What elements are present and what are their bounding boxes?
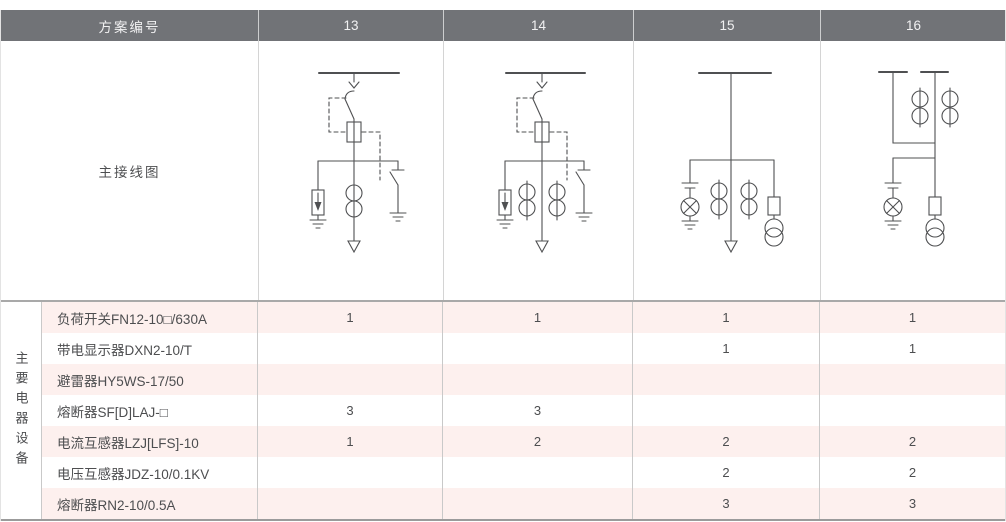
diagram-cell-scheme-13 bbox=[258, 41, 443, 300]
fuse-icon bbox=[534, 121, 550, 143]
table-row: 熔断器SF[D]LAJ-□ 3 3 bbox=[42, 395, 1005, 426]
live-display-device-icon bbox=[883, 157, 903, 230]
plug-in-contact-icon bbox=[536, 72, 548, 89]
scheme-15-header: 15 bbox=[633, 10, 820, 41]
earthing-switch-icon bbox=[389, 160, 407, 222]
equipment-count: 3 bbox=[257, 395, 442, 426]
equipment-count: 2 bbox=[442, 426, 632, 457]
equipment-count bbox=[257, 457, 442, 488]
equipment-count bbox=[632, 364, 819, 395]
main-wiring-diagram-scheme-14 bbox=[496, 72, 593, 254]
equipment-count: 2 bbox=[632, 457, 819, 488]
main-wiring-diagram-row: 主接线图 bbox=[1, 41, 1005, 300]
equipment-count: 1 bbox=[819, 333, 1005, 364]
switchgear-scheme-table: 方案编号 13 14 15 16 主接线图 bbox=[0, 10, 1006, 521]
equipment-count: 3 bbox=[442, 395, 632, 426]
ground-icon bbox=[884, 220, 902, 230]
main-wiring-diagram-scheme-16 bbox=[878, 71, 959, 247]
diagram-cell-scheme-16 bbox=[820, 41, 1006, 300]
load-switch-icon bbox=[344, 90, 355, 120]
scheme-16-header: 16 bbox=[820, 10, 1006, 41]
fuse-icon bbox=[928, 196, 942, 220]
equipment-name: 带电显示器DXN2-10/T bbox=[57, 342, 193, 358]
ground-icon bbox=[389, 212, 407, 222]
equipment-count bbox=[442, 488, 632, 519]
equipment-count bbox=[632, 395, 819, 426]
current-transformer-icon bbox=[548, 180, 566, 221]
scheme-14-header: 14 bbox=[443, 10, 633, 41]
equipment-count: 1 bbox=[442, 302, 632, 333]
equipment-count bbox=[442, 364, 632, 395]
main-wiring-diagram-label: 主接线图 bbox=[98, 164, 161, 180]
equipment-name: 熔断器RN2-10/0.5A bbox=[57, 497, 176, 513]
current-transformer-icon bbox=[941, 87, 959, 128]
equipment-count: 2 bbox=[632, 426, 819, 457]
current-transformer-icon bbox=[710, 179, 728, 220]
diagram-cell-scheme-15 bbox=[633, 41, 820, 300]
equipment-name: 避雷器HY5WS-17/50 bbox=[57, 373, 184, 389]
equipment-count: 1 bbox=[819, 302, 1005, 333]
ground-icon bbox=[575, 212, 593, 222]
live-display-device-icon bbox=[680, 159, 700, 230]
interlock-dashed-link bbox=[516, 97, 568, 181]
current-transformer-icon bbox=[740, 179, 758, 220]
equipment-count: 3 bbox=[819, 488, 1005, 519]
fuse-icon bbox=[346, 121, 362, 143]
interlock-dashed-link bbox=[328, 97, 381, 181]
equipment-count bbox=[257, 488, 442, 519]
voltage-transformer-icon bbox=[764, 218, 784, 247]
equipment-rows: 负荷开关FN12-10□/630A 1 1 1 1 带电显示器DXN2-10/T… bbox=[42, 302, 1005, 519]
equipment-name: 电压互感器JDZ-10/0.1KV bbox=[57, 466, 210, 482]
main-wiring-diagram-scheme-15 bbox=[680, 72, 784, 254]
table-row: 熔断器RN2-10/0.5A 3 3 bbox=[42, 488, 1005, 519]
equipment-group-label-cell: 主要电器设备 bbox=[1, 302, 42, 519]
load-switch-icon bbox=[532, 90, 543, 120]
current-transformer-icon bbox=[345, 184, 363, 218]
current-transformer-icon bbox=[518, 180, 536, 221]
current-transformer-icon bbox=[911, 87, 929, 128]
equipment-name: 电流互感器LZJ[LFS]-10 bbox=[57, 435, 199, 451]
equipment-count: 2 bbox=[819, 457, 1005, 488]
feeder-arrow-icon bbox=[347, 240, 361, 254]
scheme-13-header: 13 bbox=[258, 10, 443, 41]
feeder-arrow-icon bbox=[535, 240, 549, 254]
equipment-count bbox=[442, 457, 632, 488]
equipment-count: 1 bbox=[257, 426, 442, 457]
equipment-name: 负荷开关FN12-10□/630A bbox=[57, 311, 207, 327]
table-row: 电流互感器LZJ[LFS]-10 1 2 2 2 bbox=[42, 426, 1005, 457]
surge-arrester-icon bbox=[496, 160, 514, 229]
ground-icon bbox=[681, 220, 699, 230]
equipment-count bbox=[819, 364, 1005, 395]
table-row: 电压互感器JDZ-10/0.1KV 2 2 bbox=[42, 457, 1005, 488]
scheme-number-header: 方案编号 bbox=[98, 19, 161, 35]
table-row: 带电显示器DXN2-10/T 1 1 bbox=[42, 333, 1005, 364]
table-row: 避雷器HY5WS-17/50 bbox=[42, 364, 1005, 395]
equipment-name: 熔断器SF[D]LAJ-□ bbox=[57, 404, 168, 420]
surge-arrester-icon bbox=[309, 160, 327, 229]
equipment-count: 1 bbox=[257, 302, 442, 333]
equipment-count: 3 bbox=[632, 488, 819, 519]
equipment-count bbox=[257, 333, 442, 364]
main-wiring-diagram-scheme-13 bbox=[309, 72, 407, 254]
table-header-row: 方案编号 13 14 15 16 bbox=[1, 10, 1005, 41]
feeder-arrow-icon bbox=[724, 240, 738, 254]
earthing-switch-icon bbox=[575, 160, 593, 222]
equipment-count: 1 bbox=[632, 302, 819, 333]
equipment-count bbox=[257, 364, 442, 395]
ground-icon bbox=[309, 219, 327, 229]
plug-in-contact-icon bbox=[348, 72, 360, 89]
equipment-count bbox=[819, 395, 1005, 426]
incoming-line-left bbox=[892, 71, 936, 144]
voltage-transformer-icon bbox=[925, 218, 945, 247]
equipment-count bbox=[442, 333, 632, 364]
equipment-section: 主要电器设备 负荷开关FN12-10□/630A 1 1 1 1 带电显示器DX… bbox=[1, 300, 1005, 521]
equipment-count: 1 bbox=[632, 333, 819, 364]
table-row: 负荷开关FN12-10□/630A 1 1 1 1 bbox=[42, 302, 1005, 333]
fuse-icon bbox=[767, 159, 781, 220]
diagram-cell-scheme-14 bbox=[443, 41, 633, 300]
ground-icon bbox=[496, 219, 514, 229]
equipment-count: 2 bbox=[819, 426, 1005, 457]
equipment-group-label: 主要电器设备 bbox=[13, 350, 29, 471]
